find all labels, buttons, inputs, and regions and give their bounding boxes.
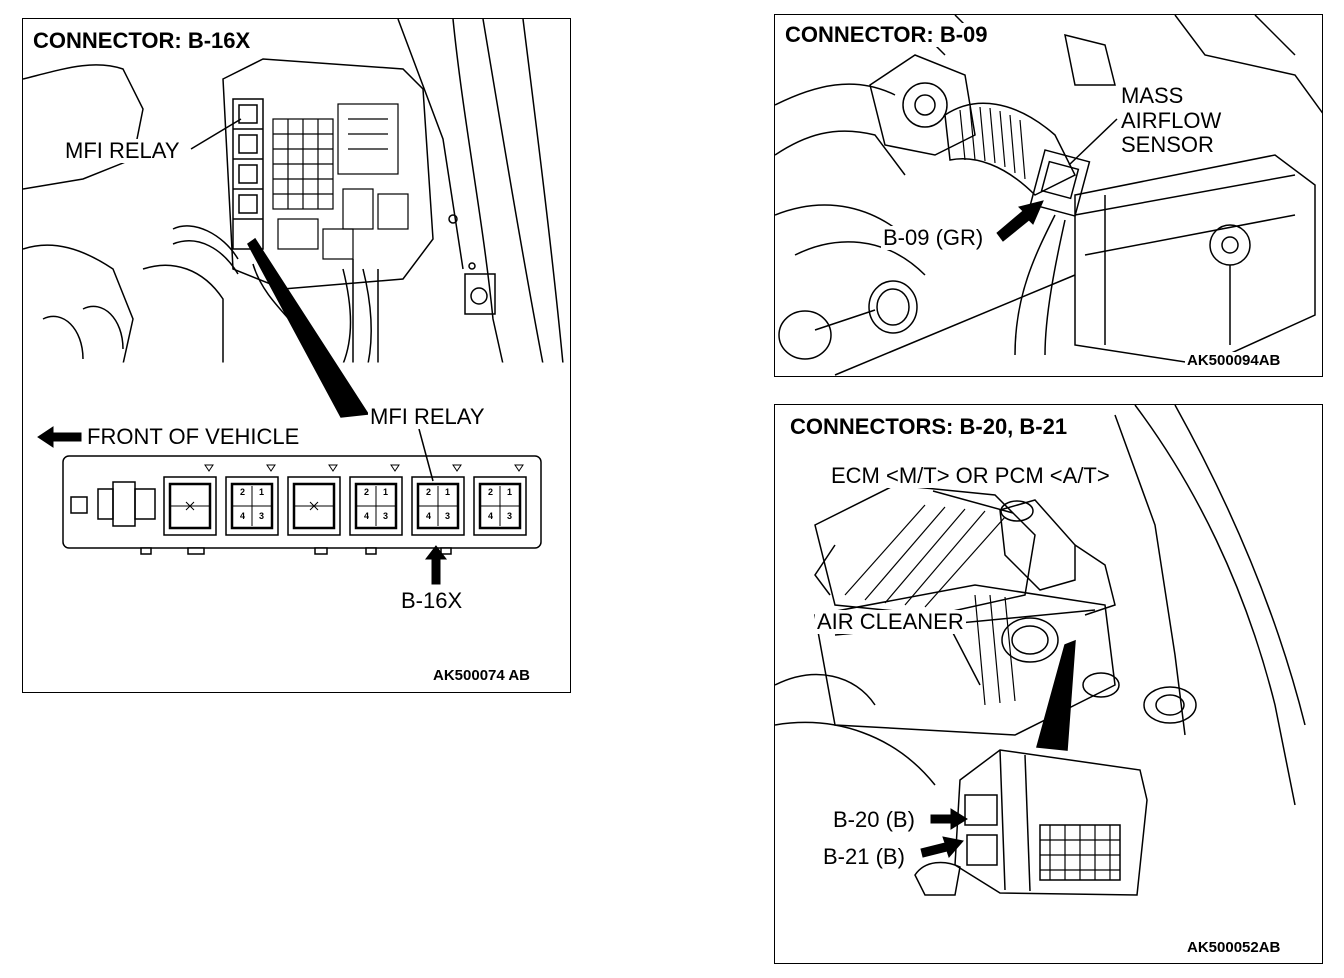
connector-b20-label: B-20 (B)	[831, 807, 917, 832]
relay-socket	[349, 476, 403, 536]
mass-airflow-sensor-label-line2: AIRFLOW	[1119, 108, 1224, 133]
panel-connector-b16x: CONNECTOR: B-16X MFI RELAY MFI RELAY FRO…	[22, 18, 571, 693]
relay-pin-number: 2	[426, 487, 432, 497]
relay-pin-number: 1	[507, 487, 513, 497]
ecm-pcm-label: ECM <M/T> OR PCM <A/T>	[829, 463, 1112, 488]
relay-socket	[163, 476, 217, 536]
relay-socket	[473, 476, 527, 536]
relay-pin-number: 1	[383, 487, 389, 497]
mfi-relay-label-top: MFI RELAY	[63, 138, 182, 163]
relay-pin-number: 2	[240, 487, 246, 497]
relay-pin-number: 4	[240, 511, 246, 521]
relay-pin-number: 3	[383, 511, 389, 521]
relay-pin-number: 1	[445, 487, 451, 497]
panel-title: CONNECTOR: B-16X	[30, 29, 254, 53]
ecm-pcm-air-cleaner-illustration	[775, 405, 1306, 896]
engine-bay-relay-box-illustration	[23, 19, 570, 585]
mass-airflow-sensor-label-line3: SENSOR	[1119, 132, 1216, 157]
relay-pin-number: 1	[259, 487, 265, 497]
panel-title: CONNECTOR: B-09	[782, 23, 991, 47]
relay-pin-number: 2	[364, 487, 370, 497]
front-of-vehicle-label: FRONT OF VEHICLE	[85, 424, 302, 449]
relay-pin-number: 2	[488, 487, 494, 497]
relay-socket	[411, 476, 465, 536]
figure-code: AK500052AB	[1185, 939, 1283, 956]
relay-pin-number: 4	[426, 511, 432, 521]
panel-connectors-b20-b21: CONNECTORS: B-20, B-21 ECM <M/T> OR PCM …	[774, 404, 1323, 964]
relay-pin-number: 3	[507, 511, 513, 521]
connector-b09-label: B-09 (GR)	[881, 225, 986, 250]
relay-pin-number: 4	[364, 511, 370, 521]
figure-code: AK500094AB	[1185, 352, 1283, 369]
figure-code: AK500074 AB	[431, 667, 532, 684]
panel-connector-b09: CONNECTOR: B-09 MASS AIRFLOW SENSOR B-09…	[774, 14, 1323, 377]
relay-socket	[225, 476, 279, 536]
connector-b21-label: B-21 (B)	[821, 844, 907, 869]
panel-title: CONNECTORS: B-20, B-21	[787, 415, 1071, 439]
mass-airflow-sensor-illustration	[775, 15, 1322, 376]
relay-socket	[287, 476, 341, 536]
mfi-relay-label-bottom: MFI RELAY	[368, 404, 487, 429]
relay-pin-number: 4	[488, 511, 494, 521]
relay-pin-number: 3	[259, 511, 265, 521]
mass-airflow-sensor-label-line1: MASS	[1119, 83, 1186, 108]
connector-b16x-label: B-16X	[399, 588, 465, 613]
air-cleaner-label: AIR CLEANER	[815, 609, 966, 634]
relay-pin-number: 3	[445, 511, 451, 521]
